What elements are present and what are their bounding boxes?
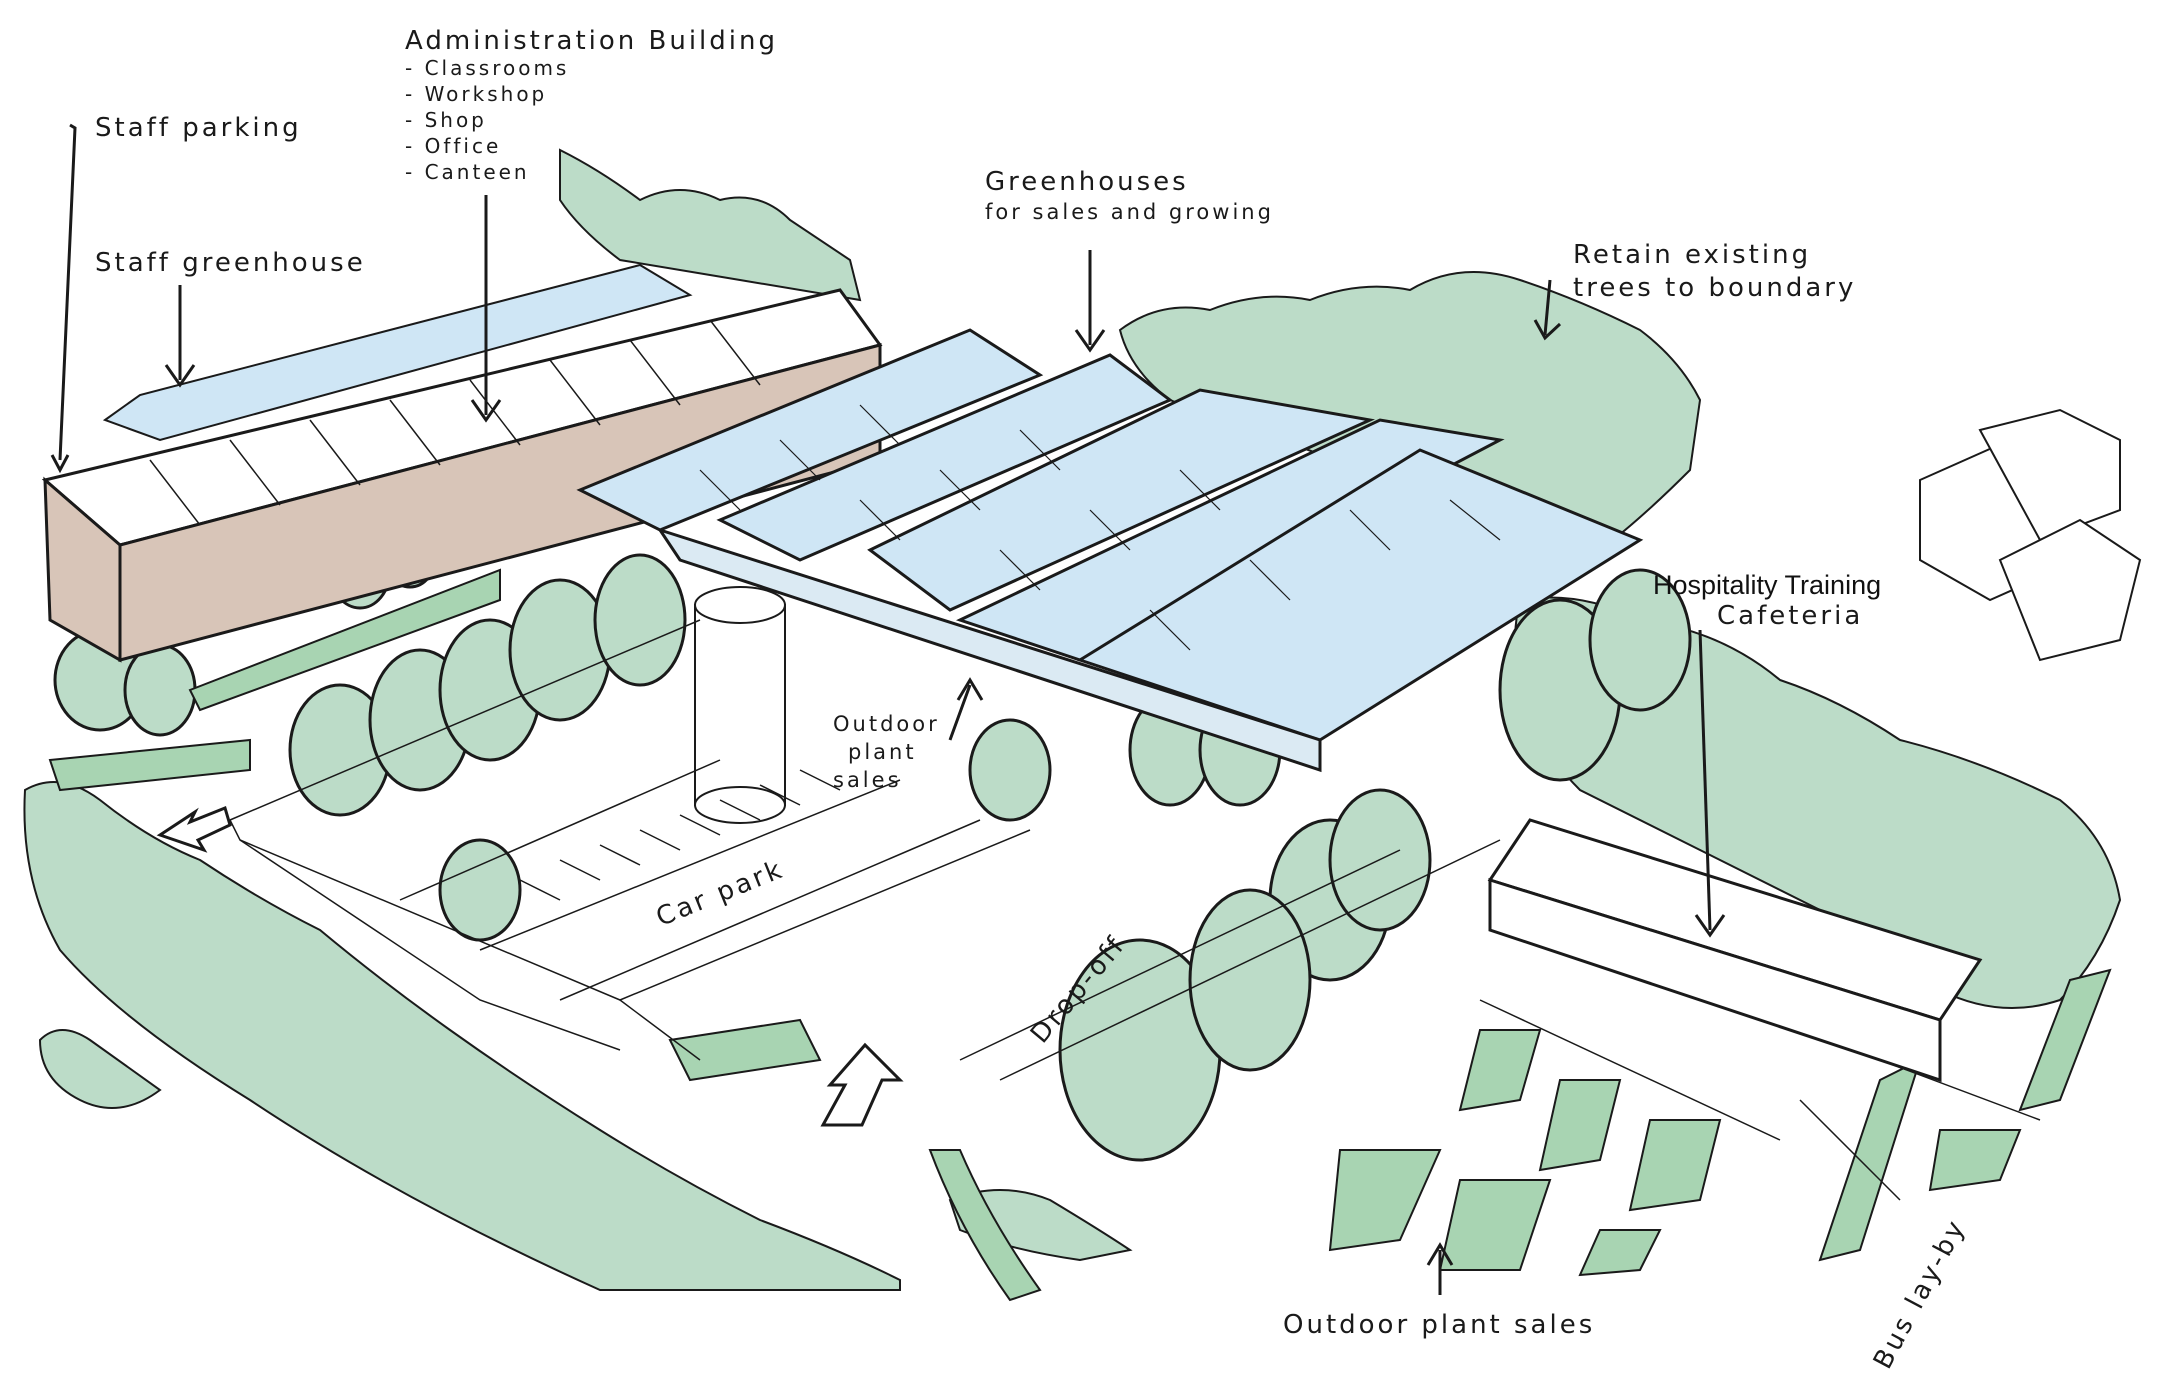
outdoor-plant-label-1: Outdoor [833, 712, 940, 736]
outdoor-plant-sales-label: Outdoor plant sales [1283, 1310, 1596, 1340]
cafeteria-label: Cafeteria [1717, 601, 1864, 631]
admin-item-canteen: - Canteen [405, 160, 530, 184]
trees [53, 508, 1692, 1162]
hedges [48, 568, 2112, 1302]
car-park-lines [229, 619, 2041, 1201]
greenhouses-shape [576, 328, 1644, 773]
hospitality-label: Hospitality Training [1653, 570, 1882, 600]
silo-shape [694, 586, 786, 824]
retain-trees-label-1: Retain existing [1573, 240, 1812, 270]
admin-item-office: - Office [405, 134, 502, 158]
staff-greenhouse-shape [102, 263, 693, 442]
greenhouses-label: Greenhouses [985, 167, 1189, 197]
retain-trees-label-2: trees to boundary [1573, 273, 1857, 303]
admin-building-list: - Classrooms - Workshop - Shop - Office … [405, 55, 569, 185]
background-buildings [1919, 408, 2142, 662]
admin-item-classrooms: - Classrooms [405, 56, 570, 80]
outdoor-plant-label-3: sales [833, 768, 902, 792]
admin-item-shop: - Shop [405, 108, 487, 132]
staff-greenhouse-label: Staff greenhouse [95, 248, 366, 278]
outdoor-plant-label-2: plant [848, 740, 917, 764]
direction-arrows [156, 805, 904, 1127]
cafeteria-shape [1487, 818, 1983, 1083]
admin-item-workshop: - Workshop [405, 82, 548, 106]
annotation-arrows [50, 123, 1726, 1295]
staff-parking-label: Staff parking [95, 113, 302, 143]
admin-building-title: Administration Building [405, 26, 778, 56]
greenhouses-sublabel: for sales and growing [985, 200, 1274, 224]
